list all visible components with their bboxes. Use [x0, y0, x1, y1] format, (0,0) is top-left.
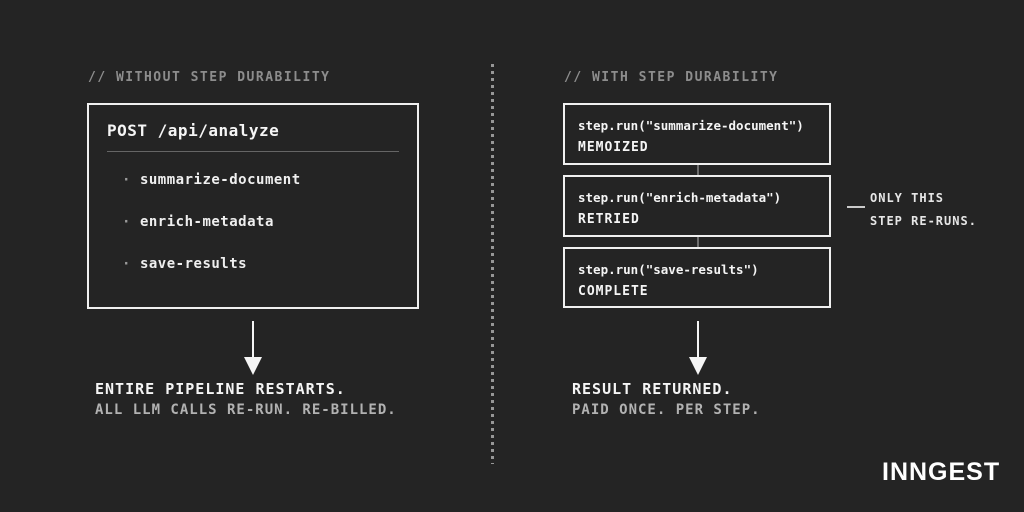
step-code: step.run("summarize-document") — [578, 118, 804, 133]
bullet-dot-icon: · — [122, 256, 131, 272]
step-status-badge: MEMOIZED — [578, 140, 649, 155]
step-code: step.run("enrich-metadata") — [578, 190, 782, 205]
step-code: step.run("save-results") — [578, 262, 759, 277]
pipeline-item-label: save-results — [139, 256, 248, 272]
pipeline-item: · summarize-document — [107, 166, 399, 194]
down-arrow-icon — [244, 321, 262, 375]
bullet-dot-icon: · — [122, 214, 131, 230]
annotation-dash-icon — [847, 206, 865, 208]
step-connector — [697, 165, 699, 175]
pipeline-item-label: enrich-metadata — [139, 214, 274, 230]
pipeline-item: · save-results — [107, 250, 399, 278]
left-result-subtitle: ALL LLM CALLS RE-RUN. RE-BILLED. — [95, 402, 397, 418]
annotation-line-2: STEP RE-RUNS. — [870, 214, 977, 228]
step-status-badge: RETRIED — [578, 212, 640, 227]
left-result-title: ENTIRE PIPELINE RESTARTS. — [95, 380, 346, 398]
pipeline-card: POST /api/analyze · summarize-document · e… — [87, 103, 419, 309]
dotted-divider — [491, 64, 494, 464]
pipeline-list: · summarize-document · enrich-metadata · sa… — [107, 166, 399, 278]
left-panel-header: // WITHOUT STEP DURABILITY — [88, 70, 331, 85]
step-status-badge: COMPLETE — [578, 284, 649, 299]
right-panel-header: // WITH STEP DURABILITY — [564, 70, 779, 85]
pipeline-endpoint: POST /api/analyze — [107, 121, 280, 140]
step-connector — [697, 237, 699, 247]
step-box-save: step.run("save-results") COMPLETE — [563, 247, 831, 308]
inngest-logo: INNGEST — [882, 458, 1001, 486]
right-result-title: RESULT RETURNED. — [572, 380, 733, 398]
down-arrow-icon — [689, 321, 707, 375]
step-box-summarize: step.run("summarize-document") MEMOIZED — [563, 103, 831, 165]
right-result-subtitle: PAID ONCE. PER STEP. — [572, 402, 761, 418]
annotation-note: ONLY THIS STEP RE-RUNS. — [870, 187, 977, 233]
card-divider — [107, 151, 399, 152]
bullet-dot-icon: · — [122, 172, 131, 188]
pipeline-item: · enrich-metadata — [107, 208, 399, 236]
annotation-line-1: ONLY THIS — [870, 191, 945, 205]
step-box-enrich: step.run("enrich-metadata") RETRIED — [563, 175, 831, 237]
pipeline-item-label: summarize-document — [139, 172, 301, 188]
